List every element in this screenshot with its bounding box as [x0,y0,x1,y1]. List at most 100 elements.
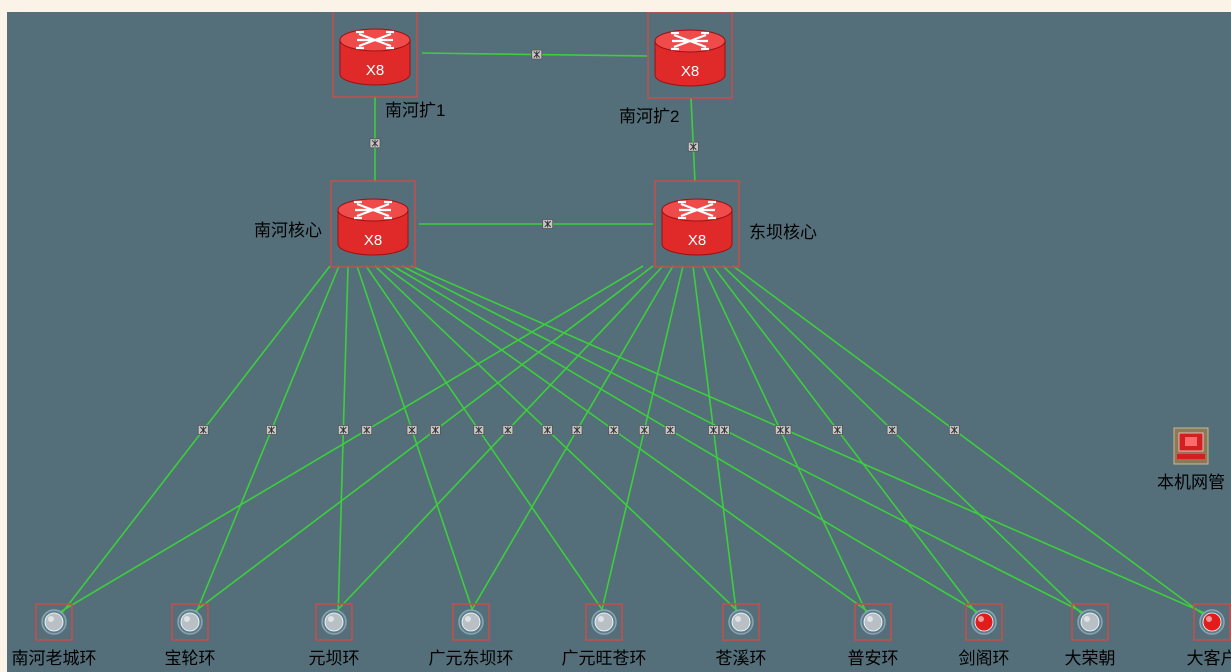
selection-frame [585,603,623,641]
router-icon [661,198,733,256]
router-ext2[interactable]: X8 南河扩2 [619,12,733,126]
ring-name-label: 南河老城环 [12,649,97,668]
selection-frame [1193,603,1231,641]
link-core_nh-r4[interactable] [356,265,476,619]
ring-node-r5[interactable]: 广元旺苍环 [562,603,647,668]
link-status-marker[interactable] [948,425,960,435]
ring-node-icon [1077,609,1103,635]
link-core_db-r4[interactable] [466,265,674,619]
link-status-marker[interactable] [719,425,730,435]
link-status-marker[interactable] [571,425,583,435]
link-status-marker[interactable] [541,425,553,435]
nms-node[interactable]: 本机网管 [1157,427,1225,492]
ring-node-icon [591,609,617,635]
ring-node-r2[interactable]: 宝轮环 [165,603,216,668]
router-ext1[interactable]: X8 南河扩1 [332,12,445,120]
ring-node-icon [971,609,997,635]
nms-label: 本机网管 [1157,473,1225,492]
router-icon [337,198,409,256]
ring-name-label: 普安环 [848,649,899,668]
ring-node-r1[interactable]: 南河老城环 [12,603,97,668]
link-markers-layer [197,49,960,435]
ring-node-r6[interactable]: 苍溪环 [716,603,767,668]
link-status-marker[interactable] [473,425,485,435]
link-ext2-core_db[interactable] [690,97,696,183]
ring-node-r4[interactable]: 广元东坝环 [429,603,514,668]
link-core_nh-r8[interactable] [392,265,989,619]
router-core_nh[interactable]: X8 南河核心 [254,180,416,268]
link-core_nh-r6[interactable] [374,265,746,619]
link-status-marker[interactable] [886,425,898,435]
router-model-label: X8 [366,62,384,79]
link-core_db-r5[interactable] [599,265,684,619]
link-status-marker[interactable] [406,425,418,435]
link-core_nh-r5[interactable] [365,265,609,619]
link-status-marker[interactable] [664,425,676,435]
link-core_db-r7[interactable] [702,265,870,619]
link-core_db-r3[interactable] [329,265,664,619]
selection-frame [452,603,490,641]
ring-name-label: 大荣朝 [1065,649,1116,668]
router-model-label: X8 [364,232,382,249]
link-core_db-r1[interactable] [49,265,644,619]
link-status-marker[interactable] [708,425,719,435]
link-core_db-r10[interactable] [732,265,1209,619]
router-icon [654,29,726,87]
link-status-marker[interactable] [369,138,381,149]
link-core_db-r6[interactable] [692,265,738,619]
link-status-marker[interactable] [430,425,441,435]
ring-node-r3[interactable]: 元坝环 [309,603,360,668]
selection-frame [35,603,73,641]
computer-icon [1173,427,1209,465]
selection-frame [654,180,740,268]
link-status-marker[interactable] [831,425,843,435]
link-status-marker[interactable] [531,49,543,60]
selection-frame [647,12,733,99]
link-status-marker[interactable] [608,425,620,435]
router-name-label: 南河扩1 [385,101,445,120]
link-status-marker[interactable] [687,141,699,152]
ring-node-icon [458,609,484,635]
link-core_nh-r9[interactable] [401,265,1095,619]
ring-node-icon [860,609,886,635]
link-status-marker[interactable] [774,425,786,435]
link-status-marker[interactable] [542,219,554,229]
link-core_db-r2[interactable] [185,265,654,619]
selection-frame [315,603,353,641]
ring-node-icon [41,609,67,635]
ring-node-r8[interactable]: 剑阁环 [959,603,1010,668]
ring-node-r10[interactable]: 大客户 [1187,603,1231,668]
link-core_nh-r1[interactable] [57,265,331,619]
link-core_db-r9[interactable] [722,265,1087,619]
ring-name-label: 苍溪环 [716,649,767,668]
link-core_nh-r7[interactable] [383,265,878,619]
ring-name-label: 广元东坝环 [429,649,514,668]
link-core_nh-r2[interactable] [193,265,340,619]
ring-node-r9[interactable]: 大荣朝 [1065,603,1116,668]
link-core_db-r8[interactable] [712,265,981,619]
router-name-label: 南河扩2 [619,107,679,126]
link-core_nh-r3[interactable] [337,265,349,619]
router-model-label: X8 [681,63,699,80]
link-status-marker[interactable] [638,425,650,435]
ring-node-r7[interactable]: 普安环 [848,603,899,668]
ring-name-label: 剑阁环 [959,649,1010,668]
link-status-marker[interactable] [361,425,373,435]
selection-frame [722,603,760,641]
router-name-label: 南河核心 [254,221,322,240]
selection-frame [854,603,892,641]
link-status-marker[interactable] [266,425,277,435]
ring-name-label: 广元旺苍环 [562,649,647,668]
ring-node-icon [177,609,203,635]
link-status-marker[interactable] [197,425,209,435]
link-status-marker[interactable] [502,425,514,435]
link-status-marker[interactable] [337,425,349,435]
ring-name-label: 大客户 [1187,649,1231,668]
link-core_nh-r10[interactable] [410,265,1217,619]
ring-node-icon [728,609,754,635]
router-name-label: 东坝核心 [749,223,817,242]
ring-name-label: 宝轮环 [165,649,216,668]
